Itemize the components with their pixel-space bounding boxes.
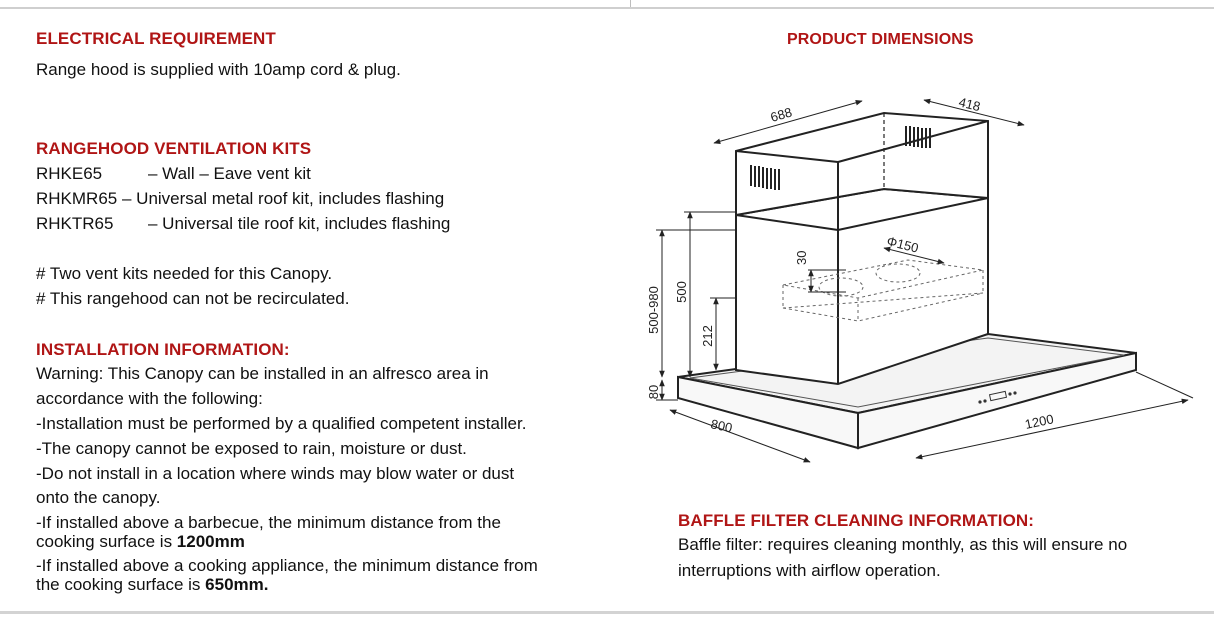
baffle-heading: BAFFLE FILTER CLEANING INFORMATION:: [678, 511, 1035, 530]
dimension-1200: 1200: [1024, 411, 1055, 432]
installation-rule-2: -The canopy cannot be exposed to rain, m…: [36, 439, 467, 458]
kit-desc: – Universal tile roof kit, includes flas…: [148, 214, 451, 233]
kit-item: RHKMR65 – Universal metal roof kit, incl…: [36, 189, 444, 209]
rangehood-dimension-diagram: 688 418 Φ150 30 500-980 500 212 80 800 1…: [646, 94, 1194, 463]
installation-rule-4: -If installed above a barbecue, the mini…: [36, 513, 501, 551]
dimension-688: 688: [769, 104, 794, 124]
installation-rule-5-line1: -If installed above a cooking appliance,…: [36, 556, 538, 575]
installation-rule-4-line1: -If installed above a barbecue, the mini…: [36, 513, 501, 532]
top-divider-tick: [630, 0, 631, 7]
kit-code: RHKTR65: [36, 214, 114, 233]
kit-item: RHKE65 – Wall – Eave vent kit: [36, 164, 311, 184]
dimension-500-980: 500-980: [646, 286, 661, 334]
top-divider: [0, 7, 1214, 9]
kit-code: RHKE65: [36, 164, 103, 183]
electrical-text: Range hood is supplied with 10amp cord &…: [36, 60, 401, 79]
baffle-line1: Baffle filter: requires cleaning monthly…: [678, 535, 1128, 554]
bottom-divider: [0, 611, 1214, 614]
kit-note: # This rangehood can not be recirculated…: [36, 289, 350, 308]
dimension-418: 418: [957, 94, 982, 114]
kits-heading: RANGEHOOD VENTILATION KITS: [36, 139, 312, 158]
duct-outline: [782, 259, 984, 322]
vent-slots-right: [905, 126, 931, 148]
electrical-heading: ELECTRICAL REQUIREMENT: [36, 29, 276, 48]
installation-rule-5: -If installed above a cooking appliance,…: [36, 556, 538, 594]
appliance-min-distance: 650mm.: [205, 575, 269, 594]
vent-slots-left: [750, 165, 780, 190]
installation-rule-4-line2: cooking surface is: [36, 532, 177, 551]
barbecue-min-distance: 1200mm: [176, 532, 245, 551]
kit-desc: – Universal metal roof kit, includes fla…: [121, 189, 445, 208]
dimension-80: 80: [646, 385, 661, 399]
installation-warning-line2: accordance with the following:: [36, 389, 263, 408]
dimension-800: 800: [709, 416, 733, 435]
installation-heading: INSTALLATION INFORMATION:: [36, 340, 290, 359]
kit-item: RHKTR65 – Universal tile roof kit, includ…: [36, 214, 450, 234]
installation-rule-5-line2: the cooking surface is: [36, 575, 206, 594]
installation-rule-3-line1: -Do not install in a location where wind…: [36, 464, 515, 483]
baffle-line2: interruptions with airflow operation.: [678, 561, 941, 580]
kit-desc: – Wall – Eave vent kit: [148, 164, 311, 183]
installation-rule-3-line2: onto the canopy.: [36, 488, 161, 507]
dimensions-heading: PRODUCT DIMENSIONS: [787, 31, 974, 48]
kit-code: RHKMR65: [36, 189, 118, 208]
installation-rule-1: -Installation must be performed by a qua…: [36, 414, 527, 433]
dimension-500: 500: [674, 281, 689, 303]
installation-warning-line1: Warning: This Canopy can be installed in…: [36, 364, 489, 383]
dimension-lines: [656, 98, 1194, 463]
kit-note: # Two vent kits needed for this Canopy.: [36, 264, 333, 283]
dimension-30: 30: [794, 251, 809, 265]
dimension-212: 212: [700, 325, 715, 347]
